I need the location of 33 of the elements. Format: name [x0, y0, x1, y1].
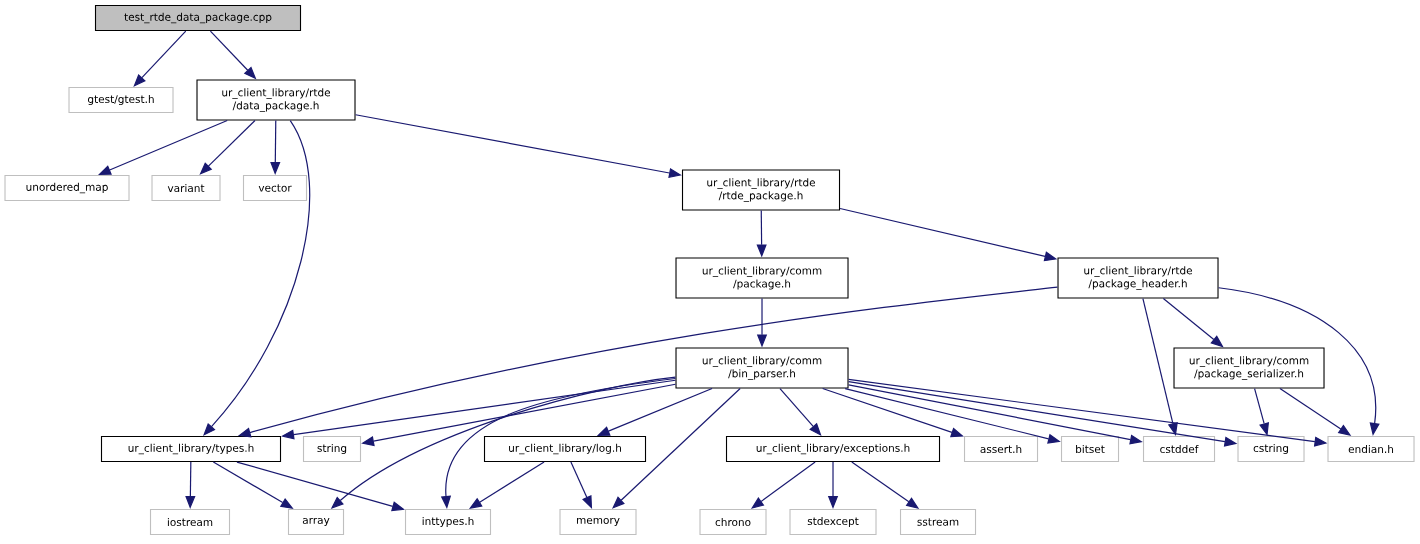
file-box: test_rtde_data_package.cpp — [94, 4, 302, 32]
file-box: unordered_map — [4, 174, 130, 202]
file-box: ur_client_library/rtde /data_package.h — [196, 79, 356, 121]
file-box: variant — [151, 174, 221, 202]
file-box: stdexcept — [789, 508, 877, 536]
arrow — [199, 119, 256, 175]
file-box: cstring — [1237, 435, 1305, 463]
file-box: vector — [242, 174, 308, 202]
file-box: ur_client_library/rtde /package_header.h — [1057, 257, 1219, 299]
file-box: gtest/gtest.h — [68, 86, 174, 114]
file-box: ur_client_library/rtde /rtde_package.h — [681, 169, 841, 211]
file-box: ur_client_library/types.h — [100, 435, 282, 463]
file-box: iostream — [149, 508, 231, 536]
file-box: sstream — [899, 508, 977, 536]
file-box: ur_client_library/comm /package_serializer.h — [1173, 347, 1325, 389]
file-box: endian.h — [1327, 435, 1415, 463]
file-box: cstddef — [1142, 435, 1216, 463]
arrow — [98, 119, 228, 175]
arrow — [570, 461, 593, 509]
file-box: inttypes.h — [404, 508, 492, 536]
file-box: chrono — [699, 508, 767, 536]
arrow — [133, 30, 187, 87]
file-box: ur_client_library/comm /package.h — [675, 257, 849, 299]
arrow — [203, 119, 310, 436]
file-box: array — [287, 508, 345, 536]
file-box: ur_client_library/comm /bin_parser.h — [675, 347, 849, 389]
file-box: memory — [559, 508, 637, 536]
file-box: assert.h — [963, 435, 1039, 463]
file-box: bitset — [1060, 435, 1120, 463]
file-box: ur_client_library/log.h — [483, 435, 647, 463]
arrow — [779, 387, 822, 436]
file-box: string — [302, 435, 362, 463]
file-box: ur_client_library/exceptions.h — [725, 435, 941, 463]
